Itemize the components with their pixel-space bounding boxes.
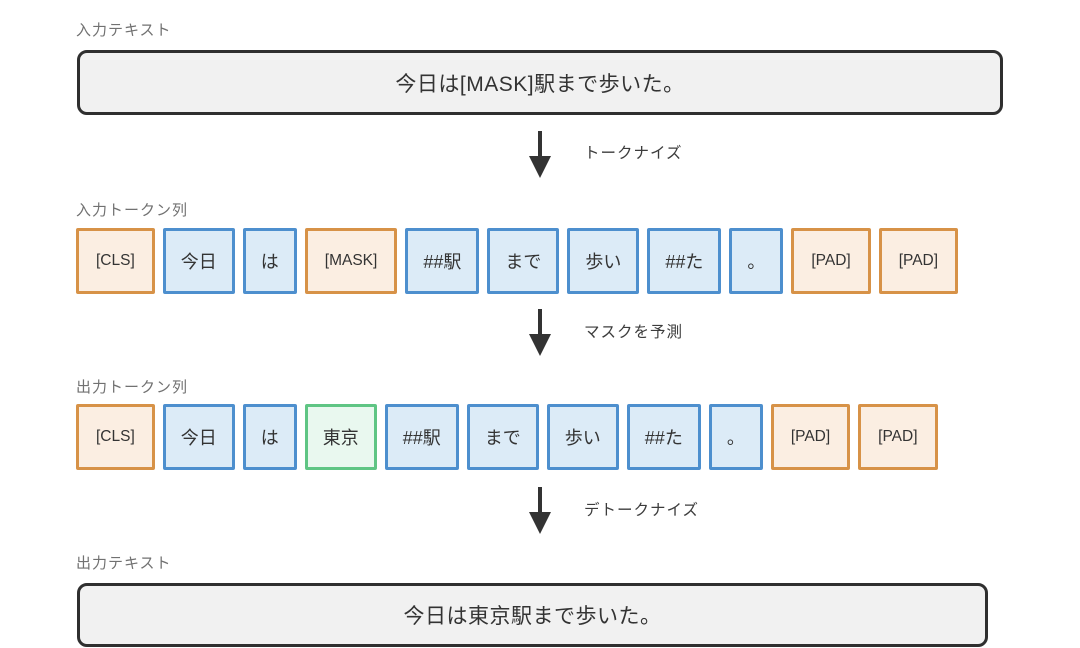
input-text-box: 今日は[MASK]駅まで歩いた。 <box>77 50 1003 115</box>
input-tokens-label: 入力トークン列 <box>76 202 189 219</box>
down-arrow-icon <box>529 487 551 534</box>
token-は: は <box>242 228 297 294</box>
input-token-row: [CLS]今日は[MASK]##駅まで歩い##た。[PAD][PAD] <box>76 228 959 294</box>
token-歩い: 歩い <box>567 228 640 294</box>
token-歩い: 歩い <box>546 404 619 470</box>
down-arrow-icon <box>529 309 551 356</box>
predict-mask-arrow-label: マスクを予測 <box>584 324 684 341</box>
token-まで: まで <box>466 404 539 470</box>
output-token-row: [CLS]今日は東京##駅まで歩い##た。[PAD][PAD] <box>76 404 938 470</box>
token-sub-駅: ##駅 <box>384 404 459 470</box>
tokenize-arrow-label: トークナイズ <box>584 145 683 162</box>
token-は: は <box>242 404 297 470</box>
down-arrow-icon <box>529 131 551 178</box>
token-mask: [MASK] <box>304 228 398 294</box>
token-pad: [PAD] <box>878 228 959 294</box>
output-tokens-label: 出力トークン列 <box>76 379 189 396</box>
token-punct: 。 <box>708 404 763 470</box>
token-pad: [PAD] <box>770 404 851 470</box>
token-今日: 今日 <box>162 228 235 294</box>
token-cls: [CLS] <box>76 228 155 294</box>
token-cls: [CLS] <box>76 404 155 470</box>
token-sub-駅: ##駅 <box>405 228 480 294</box>
token-東京: 東京 <box>304 404 377 470</box>
token-punct: 。 <box>729 228 784 294</box>
output-text-label: 出力テキスト <box>76 555 172 572</box>
token-pad: [PAD] <box>791 228 871 294</box>
output-text-value: 今日は東京駅まで歩いた。 <box>403 605 662 628</box>
detokenize-arrow-label: デトークナイズ <box>584 502 700 519</box>
token-sub-た: ##た <box>647 228 722 294</box>
output-text-box: 今日は東京駅まで歩いた。 <box>77 583 988 647</box>
input-text-label: 入力テキスト <box>76 22 172 39</box>
token-pad: [PAD] <box>858 404 938 470</box>
input-text-value: 今日は[MASK]駅まで歩いた。 <box>395 72 685 96</box>
token-まで: まで <box>487 228 560 294</box>
token-今日: 今日 <box>162 404 235 470</box>
token-sub-た: ##た <box>626 404 701 470</box>
